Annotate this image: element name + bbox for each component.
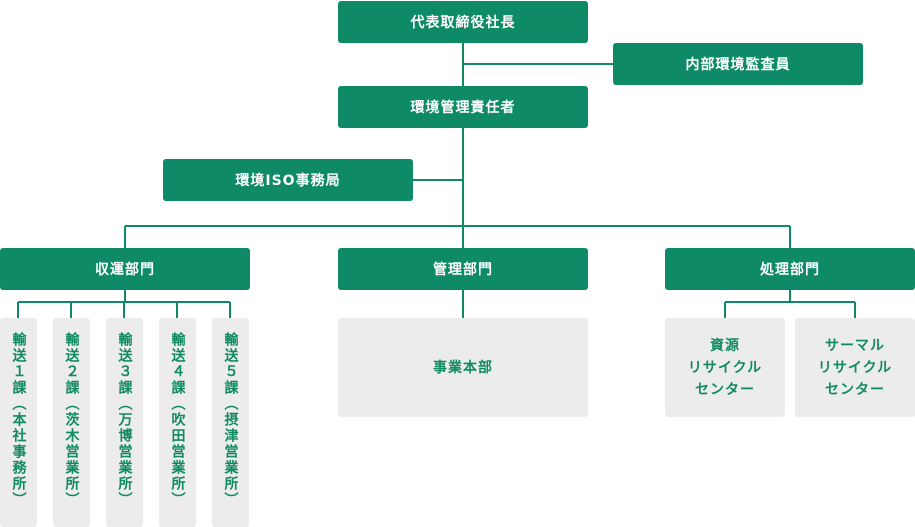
transport-section-1-box: 輸送１課（本社事務所） [0, 318, 37, 527]
ceo-box: 代表取締役社長 [338, 1, 588, 43]
resource-recycle-center-box: 資源 リサイクル センター [665, 318, 785, 417]
business-hq-box: 事業本部 [338, 318, 588, 417]
transport-section-3-box: 輸送３課（万博営業所） [106, 318, 143, 527]
management-dept-box: 管理部門 [338, 248, 588, 290]
transport-section-4-box: 輸送４課（吹田営業所） [159, 318, 196, 527]
transport-section-2-box: 輸送２課（茨木営業所） [53, 318, 90, 527]
iso-office-box: 環境ISO事務局 [163, 159, 413, 201]
transport-section-4-label: 輸送４課（吹田営業所） [169, 332, 186, 508]
processing-dept-box: 処理部門 [665, 248, 915, 290]
transport-section-1-label: 輸送１課（本社事務所） [10, 332, 27, 508]
transport-section-5-box: 輸送５課（摂津営業所） [212, 318, 249, 527]
environmental-manager-box: 環境管理責任者 [338, 86, 588, 128]
collection-dept-box: 収運部門 [0, 248, 250, 290]
transport-section-5-label: 輸送５課（摂津営業所） [222, 332, 239, 508]
internal-auditor-box: 内部環境監査員 [613, 43, 863, 85]
thermal-recycle-center-box: サーマル リサイクル センター [795, 318, 915, 417]
transport-section-2-label: 輸送２課（茨木営業所） [63, 332, 80, 508]
transport-section-3-label: 輸送３課（万博営業所） [116, 332, 133, 508]
